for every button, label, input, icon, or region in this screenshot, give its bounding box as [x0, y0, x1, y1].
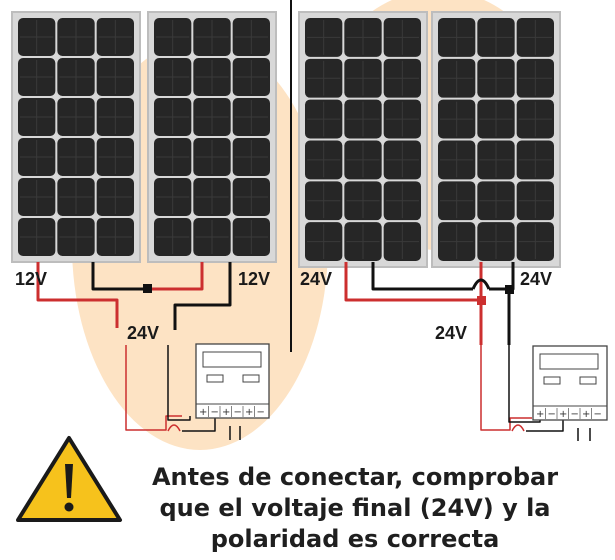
left-positive-wire — [36, 262, 119, 328]
controller-terminals: +−+−+− — [199, 406, 265, 418]
controller-button-right — [579, 376, 597, 385]
warning-message: Antes de conectar, comprobar que el volt… — [120, 462, 590, 555]
controller-display — [202, 351, 262, 368]
terminal-sign: + — [536, 409, 544, 420]
warning-line-2: que el voltaje final (24V) y la — [159, 494, 551, 522]
left-total-voltage-label: 24V — [127, 323, 159, 343]
warning-line-3: polaridad es correcta — [210, 525, 500, 553]
right-total-voltage-label: 24V — [435, 323, 467, 343]
left-output-wire — [182, 416, 216, 432]
controller-button-left — [206, 374, 224, 383]
left-panel-1-voltage-label: 12V — [15, 269, 47, 289]
controller-display — [539, 353, 599, 370]
left-series-wiring — [36, 262, 241, 440]
terminal-sign: − — [548, 409, 556, 420]
right-negative-crossover — [471, 278, 491, 290]
right-wire-crossover — [511, 424, 525, 432]
charge-controller-left: +−+−+− — [195, 343, 270, 419]
terminal-sign: − — [571, 409, 579, 420]
right-positive-feed — [480, 345, 532, 431]
terminal-sign: + — [582, 409, 590, 420]
left-series-junction — [143, 284, 152, 293]
controller-terminals: +−+−+− — [536, 408, 602, 420]
left-positive-feed — [125, 345, 182, 431]
controller-button-right — [242, 374, 260, 383]
charge-controller-right: +−+−+− — [532, 345, 608, 421]
left-panel-2-voltage-label: 12V — [238, 269, 270, 289]
terminal-sign: + — [222, 407, 230, 418]
right-panel-1-voltage-label: 24V — [300, 269, 332, 289]
terminal-sign: − — [594, 409, 602, 420]
terminal-sign: + — [199, 407, 207, 418]
terminal-sign: − — [257, 407, 265, 418]
left-wire-crossover — [167, 424, 181, 432]
solar-panel — [431, 11, 561, 268]
controller-button-left — [543, 376, 561, 385]
terminal-sign: − — [211, 407, 219, 418]
left-negative-wire — [173, 262, 232, 330]
right-output-wire — [526, 418, 564, 432]
terminal-sign: − — [234, 407, 242, 418]
solar-panel — [11, 11, 141, 263]
right-negative-wire-a — [371, 262, 473, 291]
left-series-negative-wire — [91, 262, 148, 291]
warning-line-1: Antes de conectar, comprobar — [151, 463, 559, 491]
left-series-positive-wire — [148, 262, 204, 291]
left-negative-feed — [167, 345, 191, 421]
solar-panels — [11, 11, 561, 268]
warning-triangle-icon — [16, 436, 122, 522]
terminal-sign: + — [245, 407, 253, 418]
terminal-sign: + — [559, 409, 567, 420]
solar-panel — [298, 11, 428, 268]
right-panel-2-voltage-label: 24V — [520, 269, 552, 289]
solar-panel — [147, 11, 277, 263]
